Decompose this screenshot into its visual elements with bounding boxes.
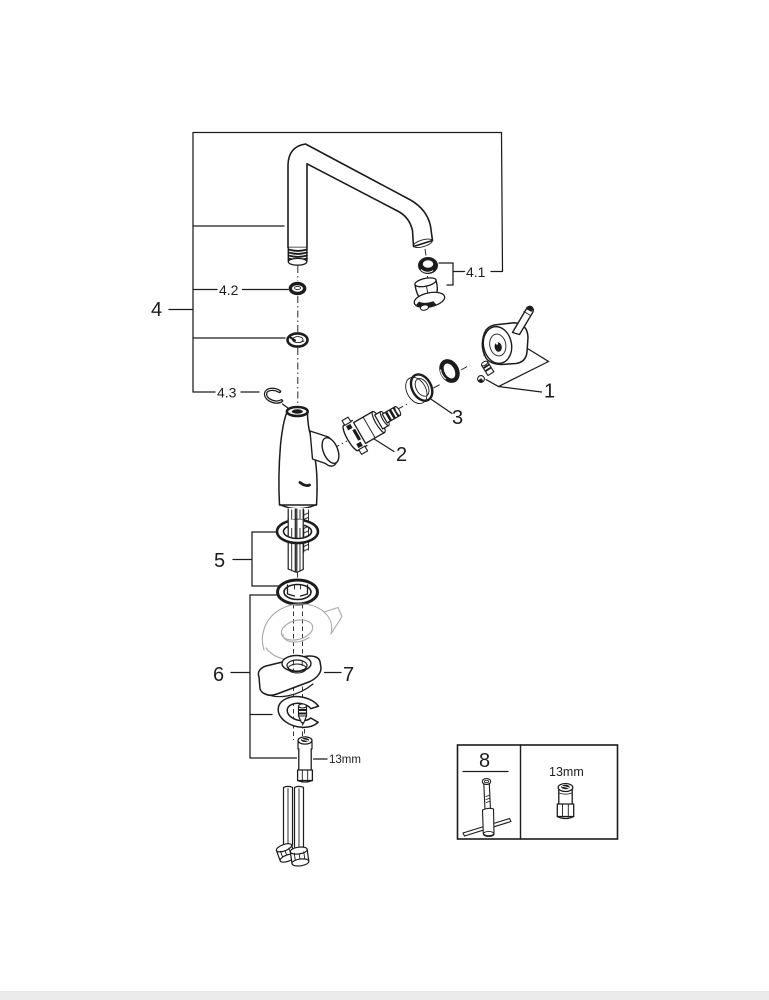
callout-1-leader (485, 347, 550, 393)
spout (287, 143, 434, 249)
cartridge (341, 406, 402, 455)
callout-4-2-label: 4.2 (219, 282, 239, 298)
callout-4-1-bracket (438, 262, 504, 286)
handle-screw (480, 360, 495, 377)
faucet-body (278, 405, 340, 510)
cap-ring-3 (405, 373, 434, 404)
callout-4-bracket (168, 131, 504, 393)
supply-hoses (275, 785, 310, 867)
callout-4-label: 4 (151, 299, 162, 321)
handle (481, 305, 534, 366)
stabilizer-ring (276, 578, 319, 606)
bearing-ring (286, 332, 309, 348)
mounting-bracket-7 (257, 654, 322, 698)
o-ring-4-2 (288, 281, 307, 296)
callout-1-label: 1 (544, 381, 555, 403)
callout-3-leader (430, 398, 453, 415)
stud-size-label: 13mm (329, 754, 361, 766)
shank-over-ring-patch (287, 518, 304, 529)
callout-6-bracket (230, 594, 298, 759)
boxed-stud-icon (556, 782, 575, 820)
callout-5-bracket (232, 531, 279, 587)
callout-4-3-label: 4.3 (217, 385, 237, 401)
callout-3-label: 3 (452, 407, 463, 429)
tool-box (456, 744, 619, 840)
box-tool-size-label: 13mm (549, 765, 584, 779)
callout-2-label: 2 (396, 444, 407, 466)
clamp-screw (297, 703, 308, 727)
centerlines (293, 248, 491, 740)
escutcheon-ghost (261, 603, 343, 661)
callout-6-label: 6 (213, 664, 224, 686)
mounting-stud (296, 736, 314, 783)
callout-7-label: 7 (343, 664, 354, 686)
mousseur-aerator (413, 277, 446, 311)
spout-seal-ring (417, 256, 439, 275)
mounting-clamp (277, 695, 320, 729)
handle-ball (477, 375, 485, 383)
spout-thread-end (287, 246, 308, 266)
callout-8-label: 8 (479, 750, 490, 772)
seal-ring-dark (438, 358, 461, 384)
hose-nut-right (289, 846, 310, 867)
socket-wrench-tool (462, 777, 512, 838)
footer-bar (0, 991, 769, 1000)
callout-4-1-label: 4.1 (466, 264, 486, 280)
callout-2-leader (370, 436, 395, 453)
callout-5-label: 5 (214, 550, 225, 572)
